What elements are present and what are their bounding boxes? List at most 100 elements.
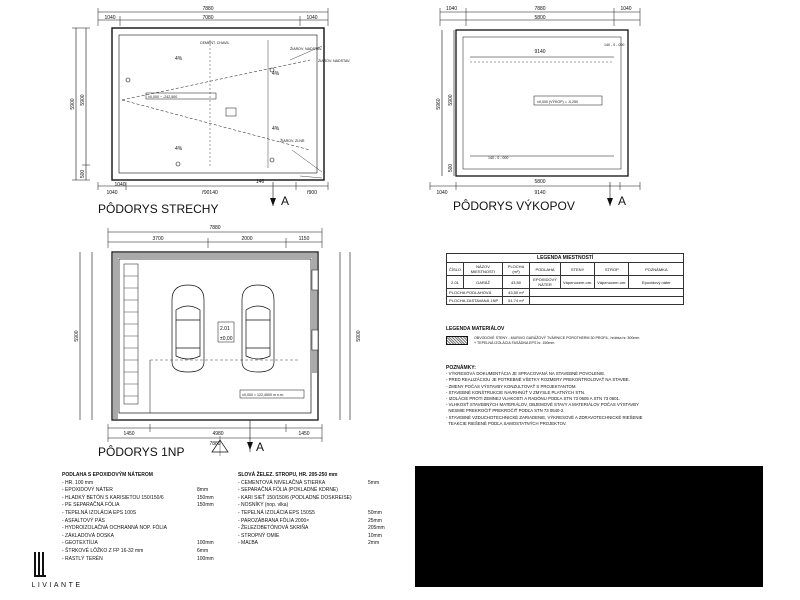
material-label: - STROPNÝ OMIE bbox=[238, 532, 280, 539]
material-legend: LEGENDA MATERIÁLOV OBVODOVÉ STENY - MURI… bbox=[446, 326, 639, 346]
exc-dim-4: 5800 bbox=[534, 15, 545, 21]
roof-dim-vert-1: 5900 bbox=[70, 98, 76, 109]
floor-materials-title: PODLAHA S EPOXIDOVÝM NÁTEROM bbox=[62, 472, 153, 478]
brand-name: LIVIANTE bbox=[31, 582, 83, 589]
floor-plan bbox=[79, 228, 351, 456]
list-item: - PAROZÁBRANA FÓLIA 2000× 25mm bbox=[238, 517, 382, 526]
note-item: - PRED REALIZÁCIOU JE POTREBNÉ VŠETKY RO… bbox=[446, 377, 630, 383]
roof-texts: 7880 7080 1040 1040 1040 1040 146 ř90140… bbox=[70, 6, 350, 216]
masonry-hatch-swatch bbox=[446, 336, 468, 345]
floor-outline bbox=[111, 251, 319, 421]
exc-dim-7: 5800 bbox=[534, 179, 545, 185]
note-item: - IZOLÁCIE PROTI ZEMNEJ VLHKOSTI A RADÓN… bbox=[446, 396, 621, 402]
exc-mark-bottom: 140 - 0 - 000 bbox=[488, 156, 508, 160]
section-arrow-icon bbox=[247, 442, 253, 450]
list-item: - EPOXIDOVÝ NÁTER 8mm bbox=[62, 487, 208, 495]
exc-dim-10: 5900 bbox=[448, 94, 454, 105]
notes-title: POZNÁMKY: bbox=[446, 365, 476, 371]
exc-dim-2: 7880 bbox=[534, 6, 545, 12]
floor-title: PÔDORYS 1NP bbox=[98, 444, 184, 459]
material-label: - MAĽBA bbox=[238, 540, 259, 547]
material-label: - HLADKÝ BETÓN S KARISIETOU 150/150/6 bbox=[62, 494, 164, 501]
floor-dim-r1: 5900 bbox=[356, 330, 362, 341]
notes-block: POZNÁMKY: - VÝKRESOVÁ DOKUMENTÁCIA JE SP… bbox=[446, 365, 643, 427]
table-cell: Vápenocem.om. bbox=[560, 275, 596, 289]
roof-label-1: CEMENT. CHAVIL bbox=[200, 41, 230, 45]
table-cell: 43,50 m² bbox=[502, 288, 531, 297]
list-item: - HR. 100 mm bbox=[62, 480, 167, 488]
note-item: - ZMENY POČAS VÝSTAVBY KONZULTOVAŤ S PRO… bbox=[446, 383, 577, 389]
brand: LIVIANTE bbox=[27, 578, 87, 589]
material-label: - PAROZÁBRANA FÓLIA 2000× bbox=[238, 517, 310, 524]
material-label: - SEPARAČNÁ FÓLIA (POKLADNÉ KDRNE) bbox=[238, 487, 338, 494]
exc-dim-8: 9140 bbox=[534, 190, 545, 196]
floor-section-mark: A bbox=[256, 440, 264, 454]
material-value: 8mm bbox=[197, 487, 209, 494]
list-item: - PE SEPARAČNÁ FÓLIA 150mm bbox=[62, 502, 214, 510]
material-legend-line2: + TEPELNÁ IZOLÁCIA FASÁDNA EPS hr. 150mm bbox=[474, 341, 555, 345]
material-value: 5mm bbox=[368, 479, 380, 486]
exc-mark-top: 140 - 0 - 000 bbox=[604, 43, 624, 47]
floor-dim-b2: 4980 bbox=[212, 431, 223, 437]
material-label: - CEMENTOVÁ NIVELAČNÁ STIERKA bbox=[238, 479, 326, 486]
note-item: - STAVEBNÉ VZDUCHOTECHNICKÉ ZARIADENIE, … bbox=[446, 414, 643, 420]
roof-dim-vert-2: 5900 bbox=[80, 94, 86, 105]
room-level: ±0,00 bbox=[220, 336, 233, 342]
floor-dim-3: 2000 bbox=[241, 236, 252, 242]
exc-section-mark: A bbox=[618, 194, 626, 208]
floor-dim-l1: 5900 bbox=[74, 330, 80, 341]
list-item: - TEPELNÁ IZOLÁCIA EPS 100S bbox=[62, 510, 167, 518]
material-label: - ASFALTOVÝ PÁS bbox=[62, 517, 105, 524]
floor-dim-b1: 1450 bbox=[123, 431, 134, 437]
list-item: - ASFALTOVÝ PÁS bbox=[62, 518, 167, 526]
roof-slope-4: 4% bbox=[272, 71, 280, 77]
table-row: PLOCHA ZASTAVANÁ 1NP 51,74 m² bbox=[445, 296, 685, 305]
table-row: 2.01 GARÁŽ 43,50 EPOXIDOVÝ NÁTER Vápenoc… bbox=[445, 275, 685, 289]
roof-slope-1: 4% bbox=[175, 56, 183, 62]
section-arrow-icon bbox=[270, 198, 276, 206]
roof-dim-left: 1040 bbox=[104, 15, 115, 21]
floor-dim-b4: 7880 bbox=[209, 441, 220, 447]
roof-label-2: ŽIAROV. NADSTAV. bbox=[290, 46, 322, 51]
material-label: - EPOXIDOVÝ NÁTER bbox=[62, 487, 113, 494]
legend-header: PLOCHA (m²) bbox=[502, 262, 531, 276]
material-legend-title: LEGENDA MATERIÁLOV bbox=[446, 326, 505, 332]
material-value: 10mm bbox=[368, 532, 382, 539]
legend-header: ČÍSLO bbox=[445, 262, 465, 276]
roof-dim-bottom-5: ř900 bbox=[307, 190, 317, 196]
car-icon bbox=[241, 284, 275, 373]
material-label: - TEPELNÁ IZOLÁCIA EPS 100S bbox=[62, 509, 137, 516]
excavation-outline bbox=[455, 29, 629, 177]
roof-plan bbox=[72, 8, 329, 206]
roof-outline bbox=[111, 27, 325, 181]
roof-title: PÔDORYS STRECHY bbox=[98, 201, 218, 216]
material-label: - ZÁKLADOVÁ DOSKA bbox=[62, 532, 114, 539]
floor-dim-total: 7880 bbox=[209, 225, 220, 231]
table-cell: Vápenocem.om. bbox=[594, 275, 630, 289]
exc-dim-11: 500 bbox=[448, 164, 454, 173]
material-label: - NOSNÍKY (nop. vlka) bbox=[238, 502, 289, 509]
floor-dim-4: 1150 bbox=[299, 236, 310, 242]
roof-dim-right: 1040 bbox=[306, 15, 317, 21]
material-value: 100mm bbox=[197, 555, 214, 562]
material-label: - ŠTRKOVÉ LÔŽKO Z FP 16-32 mm bbox=[62, 547, 144, 554]
table-cell: GARÁŽ bbox=[463, 275, 504, 289]
room-legend-table: LEGENDA MIESTNOSTÍ ČÍSLO NÁZOV MIESTNOST… bbox=[445, 253, 685, 305]
material-value: 150mm bbox=[197, 502, 214, 509]
list-item: - NOSNÍKY (nop. vlka) bbox=[238, 502, 352, 510]
car-icon bbox=[171, 284, 205, 373]
material-value: 25mm bbox=[368, 517, 382, 524]
roof-section-mark: A bbox=[281, 194, 289, 208]
excavation-texts: 1040 7880 1040 5800 9140 1040 5800 9140 … bbox=[436, 6, 632, 213]
section-arrow-icon bbox=[607, 198, 613, 206]
roof-label-4: ŽIAROV. ZLNR bbox=[280, 138, 305, 143]
list-item: - SEPARAČNÁ FÓLIA (POKLADNÉ KDRNE) bbox=[238, 487, 352, 495]
exc-dim-9: 5960 bbox=[436, 98, 442, 109]
material-label: - PE SEPARAČNÁ FÓLIA bbox=[62, 502, 120, 509]
black-panel bbox=[415, 466, 763, 587]
list-item: - ZÁKLADOVÁ DOSKA bbox=[62, 533, 167, 541]
material-legend-line1: OBVODOVÉ STENY - MURIVO GARÁŽOVÝ TVÁRNIC… bbox=[474, 336, 640, 340]
table-row: PLOCHA PODLAHOVÁ 43,50 m² bbox=[445, 288, 685, 297]
